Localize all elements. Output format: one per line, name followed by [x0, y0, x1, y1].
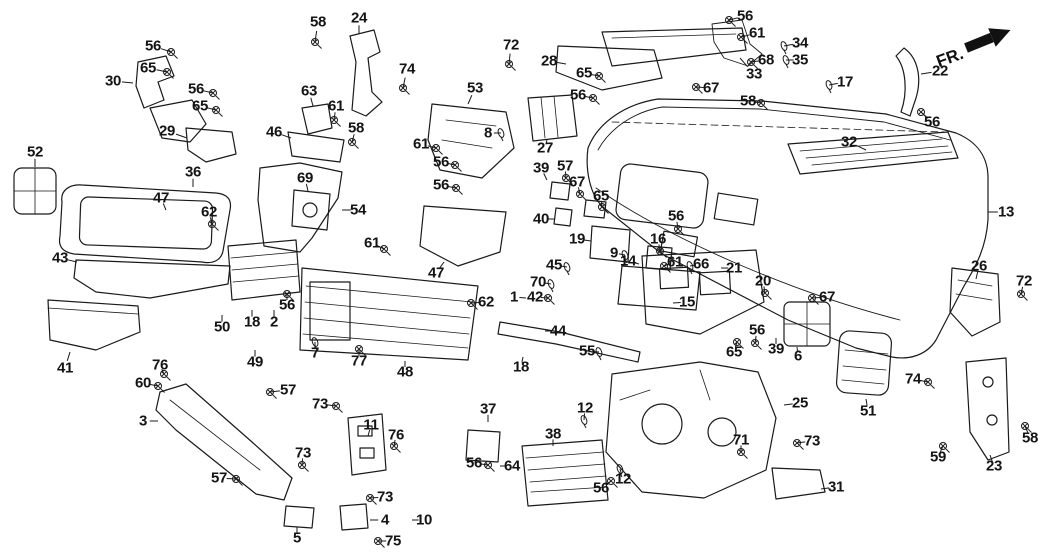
screw-icon [1021, 422, 1032, 433]
screw-icon [208, 220, 219, 231]
screw-icon [212, 106, 223, 117]
clip-icon [580, 415, 588, 429]
screw-icon [939, 442, 950, 453]
screw-icon [793, 439, 804, 450]
screw-icon [266, 388, 277, 399]
screw-icon [737, 33, 748, 44]
screw-icon [595, 72, 606, 83]
screw-icon [451, 161, 462, 172]
screw-icon [484, 461, 495, 472]
clip-icon [563, 262, 571, 276]
screw-icon [917, 108, 928, 119]
screw-icon [656, 247, 667, 258]
screw-icon [660, 262, 671, 273]
clip-icon [616, 464, 624, 478]
screw-icon [576, 190, 587, 201]
screw-icon [589, 94, 600, 105]
screw-icon [167, 48, 178, 59]
clip-icon [782, 55, 790, 69]
screw-icon [544, 294, 555, 305]
screw-icon [160, 370, 171, 381]
screw-icon [311, 38, 322, 49]
screw-icon [598, 203, 609, 214]
screw-icon [390, 442, 401, 453]
instrument-panel-shape [586, 98, 989, 359]
screw-icon [298, 461, 309, 472]
screw-icon [751, 339, 762, 350]
fr-arrow-icon [964, 28, 1011, 53]
screw-icon [380, 245, 391, 256]
screw-icon [607, 477, 618, 488]
clip-icon [497, 128, 505, 142]
clip-icon [311, 337, 319, 351]
screw-icon [154, 382, 165, 393]
screw-icon [562, 174, 573, 185]
clip-icon [780, 41, 788, 55]
screw-icon [1017, 290, 1028, 301]
leader-lines-layer [34, 16, 1032, 548]
screw-icon [348, 138, 359, 149]
clip-icon [547, 279, 555, 293]
screw-icon [757, 99, 768, 110]
clip-icon [621, 250, 629, 264]
screw-icon [374, 537, 385, 548]
clip-icon [595, 347, 603, 361]
screw-icon [733, 338, 744, 349]
clip-icon [686, 261, 694, 275]
screw-icon [366, 494, 377, 505]
screw-icon [232, 475, 243, 486]
screw-icon [505, 60, 516, 71]
screw-icon [725, 16, 736, 27]
screw-icon [747, 58, 758, 69]
screw-icon [432, 144, 443, 155]
cluster-visor-shape [58, 184, 232, 264]
screw-icon [761, 289, 772, 300]
screw-icon [283, 290, 294, 301]
screw-icon [808, 294, 819, 305]
screw-icon [737, 448, 748, 459]
screw-icon [209, 89, 220, 100]
clip-icon [825, 80, 833, 94]
screw-icon [399, 84, 410, 95]
screw-icon [452, 184, 463, 195]
dash-pad-shape [787, 131, 959, 175]
screw-icon [355, 345, 366, 356]
screw-icon [332, 402, 343, 413]
screw-icon [924, 378, 935, 389]
screw-icon [330, 116, 341, 127]
screw-icon [163, 68, 174, 79]
screw-icon [674, 225, 685, 236]
screw-icon [467, 299, 478, 310]
screw-icon [692, 83, 703, 94]
